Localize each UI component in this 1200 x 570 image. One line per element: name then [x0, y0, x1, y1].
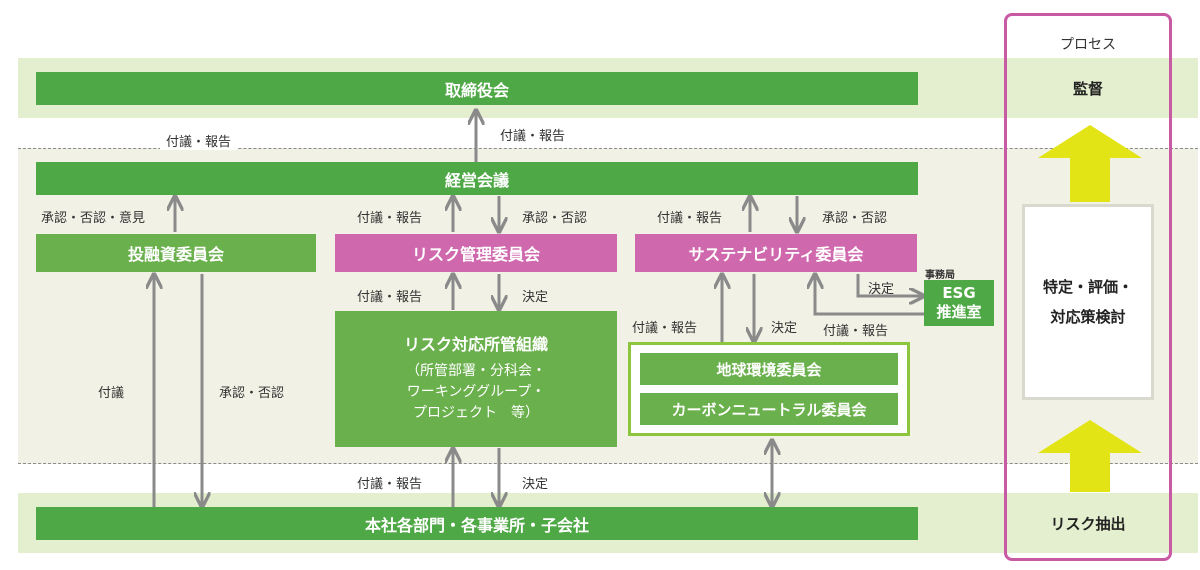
risk-management-committee-box: リスク管理委員会 — [335, 234, 617, 272]
esg-office-line-2: 推進室 — [936, 303, 982, 321]
label-report-to-board: 付議・報告 — [500, 129, 566, 144]
risk-response-organization-box: リスク対応所管組織 （所管部署・分科会・ ワーキンググループ・ プロジェクト 等… — [335, 311, 617, 447]
process-column-frame — [1004, 13, 1172, 561]
risk-org-line-1: （所管部署・分科会・ — [406, 363, 546, 379]
label-approve-sustainability: 承認・否認 — [822, 211, 888, 226]
label-approve-opinion: 承認・否認・意見 — [41, 211, 146, 226]
investment-committee-box: 投融資委員会 — [36, 234, 316, 272]
carbon-neutral-committee-box: カーボンニュートラル委員会 — [640, 393, 898, 425]
board-of-directors-box: 取締役会 — [36, 72, 918, 105]
label-report-risk-mgmt-up: 付議・報告 — [357, 211, 423, 226]
sustainability-committee-box: サステナビリティ委員会 — [635, 234, 917, 272]
label-decide-env: 決定 — [771, 321, 798, 336]
process-risk-extraction: リスク抽出 — [1008, 493, 1168, 553]
esg-office-line-1: ESG — [942, 284, 976, 302]
process-header: プロセス — [1060, 37, 1116, 53]
process-middle-line-1: 特定・評価・ — [1042, 278, 1133, 296]
risk-org-line-2: ワーキンググループ・ — [406, 384, 546, 400]
process-middle-box: 特定・評価・ 対応策検討 — [1022, 204, 1154, 400]
label-report-env-up: 付議・報告 — [632, 321, 698, 336]
label-report-risk-org-up: 付議・報告 — [357, 290, 423, 305]
label-approve-bottom: 承認・否認 — [219, 386, 285, 401]
label-refer: 付議 — [98, 386, 125, 401]
label-report-sustainability-up: 付議・報告 — [657, 211, 723, 226]
label-report-from-esg: 付議・報告 — [823, 324, 889, 339]
risk-org-title: リスク対応所管組織 — [403, 335, 548, 354]
label-approve-risk-mgmt: 承認・否認 — [522, 211, 588, 226]
process-middle-line-2: 対応策検討 — [1050, 308, 1126, 326]
risk-org-line-3: プロジェクト 等） — [413, 405, 539, 421]
esg-promotion-office-box: ESG 推進室 — [924, 280, 994, 326]
global-environment-committee-box: 地球環境委員会 — [640, 353, 898, 385]
label-report-bottom: 付議・報告 — [357, 477, 423, 492]
label-decide-bottom: 決定 — [522, 477, 549, 492]
label-decide-esg: 決定 — [868, 282, 895, 297]
business-units-box: 本社各部門・各事業所・子会社 — [36, 507, 918, 540]
label-decide-risk-org: 決定 — [522, 290, 549, 305]
process-oversight: 監督 — [1008, 58, 1168, 118]
label-report-left-top: 付議・報告 — [160, 131, 238, 150]
management-meeting-box: 経営会議 — [36, 162, 918, 195]
esg-secretariat-tag: 事務局 — [925, 270, 955, 281]
